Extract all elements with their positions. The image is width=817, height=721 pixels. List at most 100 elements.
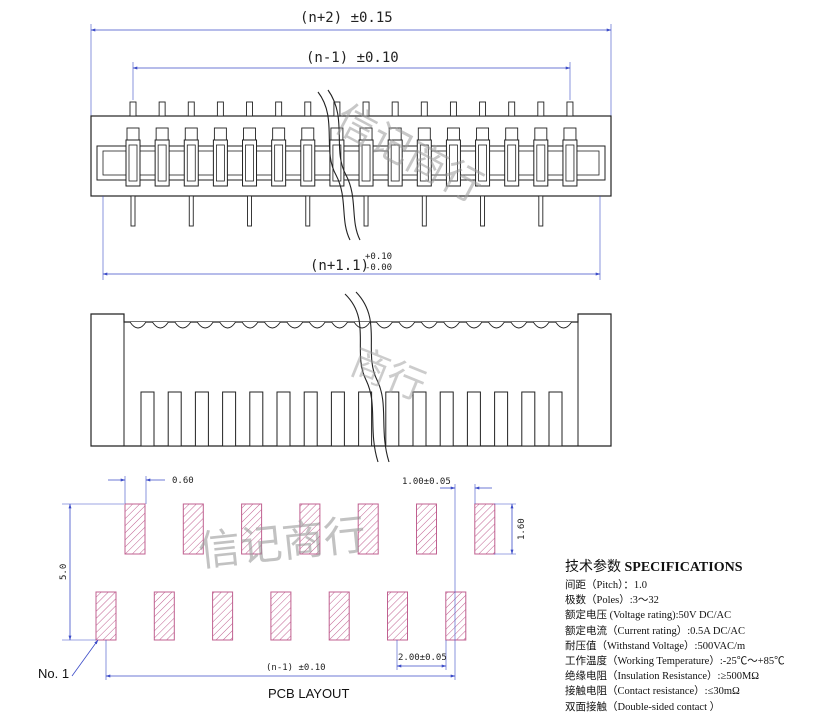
top-pin <box>538 195 544 227</box>
top-tooth <box>304 101 312 117</box>
pcb-pad-bottom <box>328 591 350 641</box>
top-tooth <box>391 101 399 117</box>
front-scallop <box>129 321 147 329</box>
spec-pitch: 间距（Pitch）：1.0 <box>565 580 647 591</box>
pin1-leader <box>71 639 99 677</box>
top-contact <box>419 144 429 182</box>
body-dim-tol-lower: -0.00 <box>365 263 392 273</box>
top-tooth <box>566 101 574 117</box>
front-slot <box>521 391 536 447</box>
top-tooth <box>537 101 545 117</box>
top-pin <box>130 195 136 227</box>
front-slot <box>494 391 509 447</box>
top-teeth <box>129 101 574 117</box>
pcb-pad-bottom <box>153 591 175 641</box>
pcb-pad-top <box>124 503 146 555</box>
front-scallop <box>152 321 169 329</box>
spec-working-temperature: 工作温度（Working Temperature）:-25℃～+85℃ <box>565 656 785 668</box>
front-scallop <box>376 321 393 329</box>
front-scallop <box>308 321 326 329</box>
pcb-pad-top <box>357 503 379 555</box>
front-slot <box>412 391 427 447</box>
front-slot <box>167 391 182 447</box>
bottom-span-dim-label: (n-1) ±0.10 <box>266 663 326 673</box>
front-scallop <box>264 321 281 329</box>
pcb-pad-bottom <box>387 591 408 641</box>
top-pin <box>188 195 194 227</box>
front-slot <box>439 391 454 447</box>
front-scallop <box>488 321 505 329</box>
top-tooth <box>362 101 370 117</box>
top-contact <box>449 144 458 182</box>
top-contact <box>186 144 196 182</box>
pcb-pad-top <box>416 503 437 555</box>
pcb-pad-top <box>182 503 204 555</box>
front-slot <box>303 391 318 447</box>
front-slot <box>330 391 345 447</box>
row-offset-dim-label: 2.00±0.05 <box>398 653 447 663</box>
top-contact <box>390 144 400 182</box>
specifications-title-en: SPECIFICATIONS <box>624 560 743 575</box>
overall-dim-label: (n+2) ±0.15 <box>300 10 393 26</box>
front-scallop <box>398 321 416 329</box>
front-scallop <box>241 321 259 329</box>
front-scallop <box>420 321 438 329</box>
top-contact <box>507 144 517 182</box>
front-scallop <box>331 321 348 329</box>
pcb-layout: 0.60 1.00±0.05 1.60 5.0 2.00±0.05 (n-1) … <box>38 476 527 701</box>
front-slot <box>249 391 264 447</box>
front-body <box>90 313 612 447</box>
front-scallop <box>196 321 214 329</box>
front-slots <box>140 391 563 447</box>
top-contact <box>565 144 575 182</box>
break-line-top <box>317 91 351 241</box>
pcb-pads <box>95 503 496 641</box>
top-tooth <box>158 101 166 117</box>
top-pin <box>247 195 252 227</box>
body-dim-label: (n+1.1) <box>310 258 369 274</box>
top-pins <box>130 195 544 227</box>
top-tooth <box>129 101 137 117</box>
front-scallop <box>532 321 550 329</box>
top-tooth <box>479 101 487 117</box>
front-view <box>90 313 612 447</box>
pcb-pad-top <box>474 503 496 555</box>
front-slot <box>466 391 481 447</box>
spec-contact-resistance: 接触电阻（Contact resistance）:≤30mΩ <box>565 686 740 698</box>
row-spacing-dim-label: 5.0 <box>59 564 69 580</box>
top-tooth <box>216 101 224 117</box>
front-scallop <box>286 321 304 329</box>
specifications-panel: 技术参数 SPECIFICATIONS 间距（Pitch）：1.0 极数（Pol… <box>565 556 817 715</box>
top-tooth <box>449 101 457 117</box>
front-slot <box>358 391 373 447</box>
top-contact <box>303 144 313 182</box>
spec-current-rating: 额定电流（Current rating）:0.5A DC/AC <box>565 625 745 637</box>
top-contact <box>215 144 225 182</box>
front-scallop <box>465 321 483 329</box>
break-line-front <box>344 293 379 463</box>
top-contact <box>361 144 371 182</box>
top-view: (n+2) ±0.15 (n-1) ±0.10 (n+1.1) +0.10 -0… <box>90 10 612 280</box>
top-contact <box>245 144 254 182</box>
pitch-dim-label: 1.00±0.05 <box>402 477 451 487</box>
front-scallop <box>353 321 371 329</box>
specifications-title-cn: 技术参数 <box>565 560 621 575</box>
front-scallop <box>443 321 460 329</box>
pcb-pad-bottom <box>445 591 467 641</box>
pcb-pad-top <box>299 503 321 555</box>
pad-width-dim-label: 0.60 <box>172 476 194 486</box>
front-slot <box>140 391 155 447</box>
specifications-title: 技术参数 SPECIFICATIONS <box>565 556 817 576</box>
spec-poles: 极数（Poles）:3～32 <box>565 595 659 607</box>
top-tooth <box>275 101 283 117</box>
top-tooth <box>187 101 195 117</box>
top-contact <box>536 144 546 182</box>
top-tooth <box>508 101 516 117</box>
front-scallop <box>555 321 572 329</box>
front-scallop <box>174 321 192 329</box>
top-contact <box>157 144 167 182</box>
front-slot <box>276 391 291 447</box>
top-contacts <box>125 127 578 187</box>
pin1-label: No. 1 <box>38 666 69 681</box>
